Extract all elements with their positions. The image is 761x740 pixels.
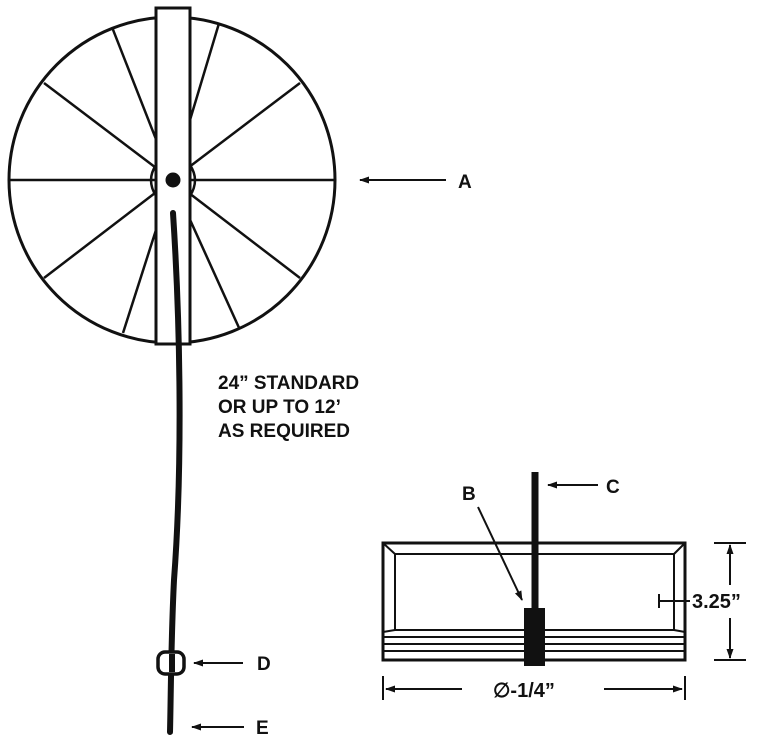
note-line-3: AS REQUIRED <box>218 421 350 442</box>
label-c: C <box>606 477 620 498</box>
hub-center <box>165 172 181 188</box>
length-note: 24” STANDARD OR UP TO 12’ AS REQUIRED <box>218 373 359 442</box>
note-line-1: 24” STANDARD <box>218 373 359 394</box>
label-e: E <box>256 718 269 739</box>
rod-sleeve <box>524 608 545 666</box>
note-line-2: OR UP TO 12’ <box>218 397 341 418</box>
wheel-reel <box>7 6 337 346</box>
label-a: A <box>458 172 472 193</box>
height-value: 3.25” <box>692 591 741 613</box>
label-d: D <box>257 654 271 675</box>
cable <box>167 210 183 735</box>
diameter-value: ∅-1/4” <box>493 680 555 702</box>
label-b: B <box>462 484 476 505</box>
arrow-b <box>477 506 523 601</box>
diameter-dimension <box>382 676 686 700</box>
hub-housing <box>149 164 197 197</box>
height-dimension <box>658 542 746 661</box>
